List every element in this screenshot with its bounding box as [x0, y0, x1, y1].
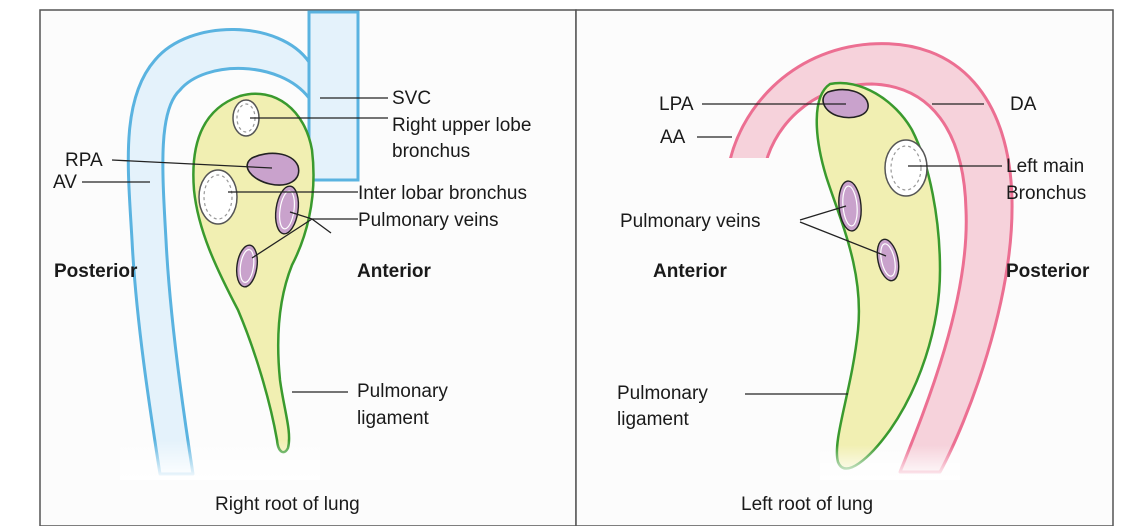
aa-label: AA	[660, 127, 686, 148]
right-pulmonary-ligament-label-2: ligament	[357, 408, 430, 429]
rul-bronchus-label-1: Right upper lobe	[392, 115, 531, 136]
interlobar-bronchus-label: Inter lobar bronchus	[358, 183, 527, 204]
left-pulmonary-ligament-label-2: ligament	[617, 409, 690, 430]
right-panel-posterior-label: Posterior	[1006, 261, 1090, 282]
left-main-bronchus-label-2: Bronchus	[1006, 183, 1086, 204]
right-pulmonary-veins-label: Pulmonary veins	[358, 210, 498, 231]
left-pulmonary-veins-label: Pulmonary veins	[620, 211, 760, 232]
interlobar-bronchus	[199, 170, 237, 224]
right-pulmonary-ligament-label-1: Pulmonary	[357, 381, 448, 402]
left-pulmonary-ligament-label-1: Pulmonary	[617, 383, 708, 404]
left-panel-anterior-label: Anterior	[357, 261, 432, 282]
left-panel-posterior-label: Posterior	[54, 261, 138, 282]
left-panel-title: Right root of lung	[215, 494, 360, 515]
rul-bronchus-label-2: bronchus	[392, 141, 470, 162]
svc-vessel	[309, 12, 358, 180]
av-label: AV	[53, 172, 77, 193]
svc-label: SVC	[392, 88, 431, 109]
lpa-label: LPA	[659, 94, 694, 115]
right-panel-title: Left root of lung	[741, 494, 873, 515]
da-label: DA	[1010, 94, 1037, 115]
left-main-bronchus-label-1: Left main	[1006, 156, 1084, 177]
rpa-label: RPA	[65, 150, 103, 171]
right-panel-anterior-label: Anterior	[653, 261, 728, 282]
